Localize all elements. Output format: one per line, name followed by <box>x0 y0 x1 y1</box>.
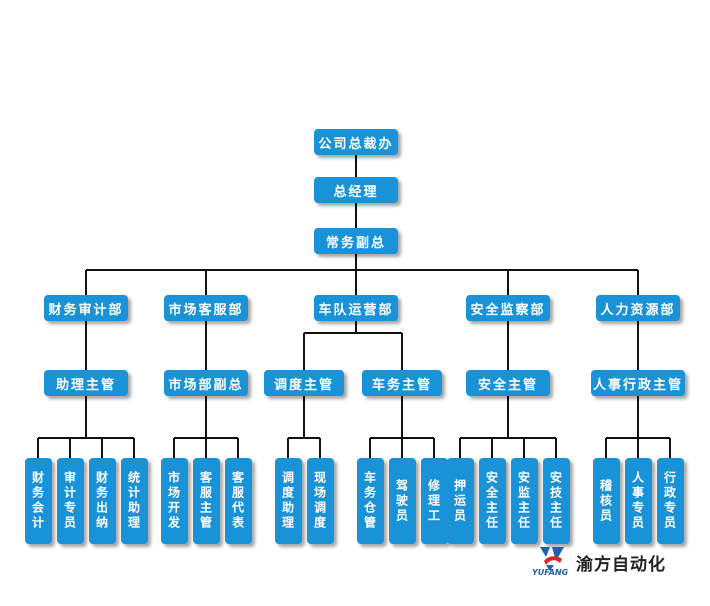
top-node: 总经理 <box>314 177 398 203</box>
staff-node: 审计专员 <box>56 458 84 544</box>
department-node: 安全监察部 <box>466 295 550 321</box>
logo-wordmark: YUFANG <box>532 568 569 577</box>
staff-node: 调度助理 <box>274 458 302 544</box>
staff-node: 市场开发 <box>160 458 188 544</box>
staff-node: 客服代表 <box>224 458 252 544</box>
department-node: 财务审计部 <box>44 295 128 321</box>
manager-node: 车务主管 <box>362 370 442 396</box>
staff-node: 客服主管 <box>192 458 220 544</box>
staff-node: 安监主任 <box>510 458 538 544</box>
staff-node: 人事专员 <box>624 458 652 544</box>
staff-node: 安技主任 <box>542 458 570 544</box>
staff-node: 安全主任 <box>478 458 506 544</box>
staff-node: 稽核员 <box>592 458 620 544</box>
staff-node: 财务出纳 <box>88 458 116 544</box>
manager-node: 调度主管 <box>264 370 344 396</box>
staff-node: 行政专员 <box>656 458 684 544</box>
staff-node: 现场调度 <box>306 458 334 544</box>
staff-node: 车务仓管 <box>356 458 384 544</box>
department-node: 市场客服部 <box>164 295 248 321</box>
department-node: 车队运营部 <box>314 295 398 321</box>
department-node: 人力资源部 <box>596 295 680 321</box>
top-node: 常务副总 <box>314 228 398 254</box>
manager-node: 人事行政主管 <box>591 370 685 396</box>
staff-node: 统计助理 <box>120 458 148 544</box>
manager-node: 市场部副总 <box>164 370 248 396</box>
top-node: 公司总裁办 <box>314 129 398 155</box>
manager-node: 安全主管 <box>466 370 550 396</box>
staff-node: 修理工 <box>420 458 448 544</box>
staff-node: 财务会计 <box>24 458 52 544</box>
yufang-logo-icon <box>540 547 564 571</box>
brand-name: 渝方自动化 <box>576 555 666 575</box>
manager-node: 助理主管 <box>44 370 128 396</box>
staff-node: 驾驶员 <box>388 458 416 544</box>
staff-node: 押运员 <box>446 458 474 544</box>
